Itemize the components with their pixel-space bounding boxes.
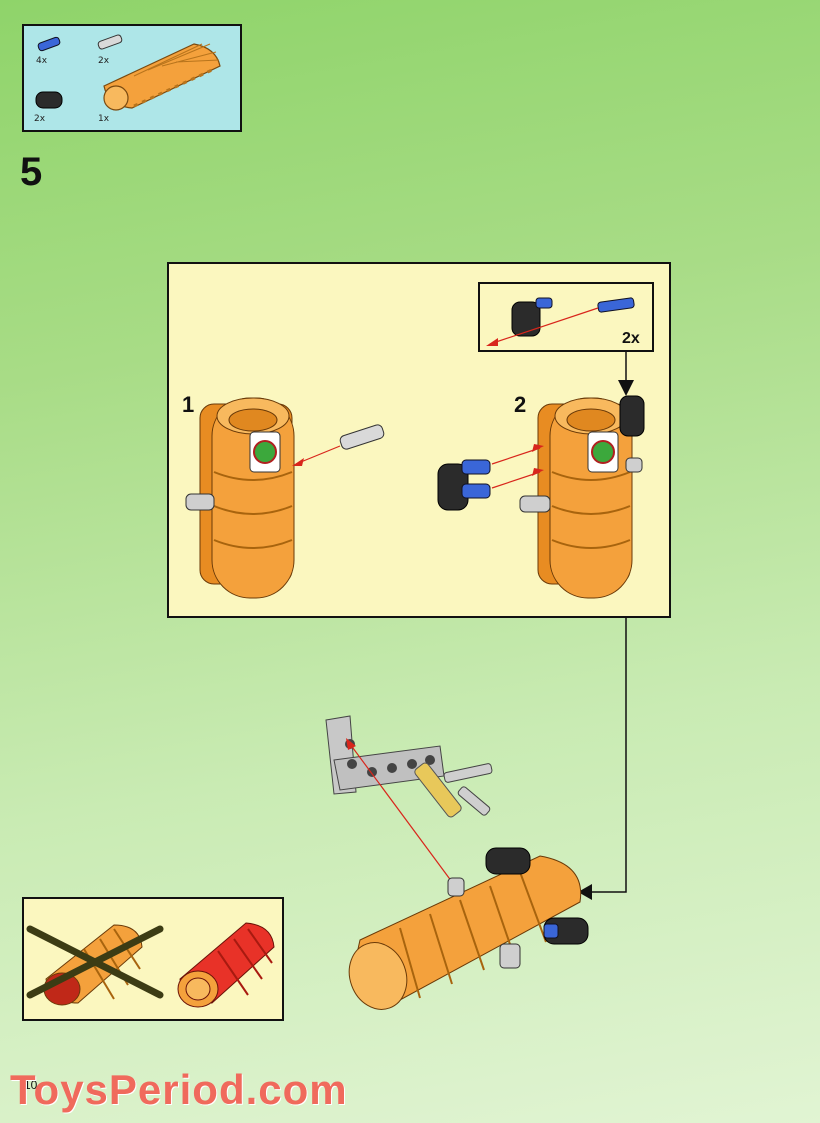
gray-pin-part [339, 424, 385, 450]
cross-out-mark [26, 925, 164, 999]
orange-cylinder-icon [103, 43, 221, 111]
callout-box [478, 282, 654, 352]
watermark: ToysPeriod.com [10, 1066, 348, 1113]
insert-arrow-2 [491, 444, 544, 489]
substep-1-label: 1 [182, 392, 195, 417]
parts-qty-axle: 4x [36, 56, 48, 66]
substep-2-label: 2 [514, 392, 527, 417]
callout-qty: 2x [622, 330, 640, 347]
gray-beam-assembly [325, 715, 493, 818]
gray-pin-icon [97, 34, 123, 50]
orange-cylinder-main-model [348, 847, 589, 1010]
orange-cylinder-model-1 [185, 397, 295, 599]
parts-list: 4x 2x 2x 1x [22, 24, 242, 132]
parts-qty-cylinder: 1x [98, 114, 110, 124]
connector-arrow [578, 618, 627, 900]
tip-drawing [26, 922, 275, 1008]
step-number: 5 [20, 150, 43, 194]
parts-list-drawing [35, 34, 221, 111]
black-connector-icon [511, 297, 553, 337]
orientation-tip-box [22, 897, 284, 1021]
attach-arrow [346, 738, 453, 883]
correct-orientation-part [177, 922, 275, 1008]
callout-arrow [618, 352, 634, 396]
page-number: 10 [24, 1078, 38, 1092]
insert-arrow-1 [292, 445, 341, 466]
blue-axle-pin-icon [597, 297, 635, 313]
parts-qty-pin: 2x [98, 56, 110, 66]
black-connector-icon [35, 91, 63, 109]
parts-qty-connector: 2x [34, 114, 46, 124]
black-connector-assembly [437, 459, 491, 511]
orange-cylinder-model-2 [519, 395, 645, 599]
blue-axle-pin-icon [37, 36, 61, 52]
callout-drawing [486, 297, 635, 346]
